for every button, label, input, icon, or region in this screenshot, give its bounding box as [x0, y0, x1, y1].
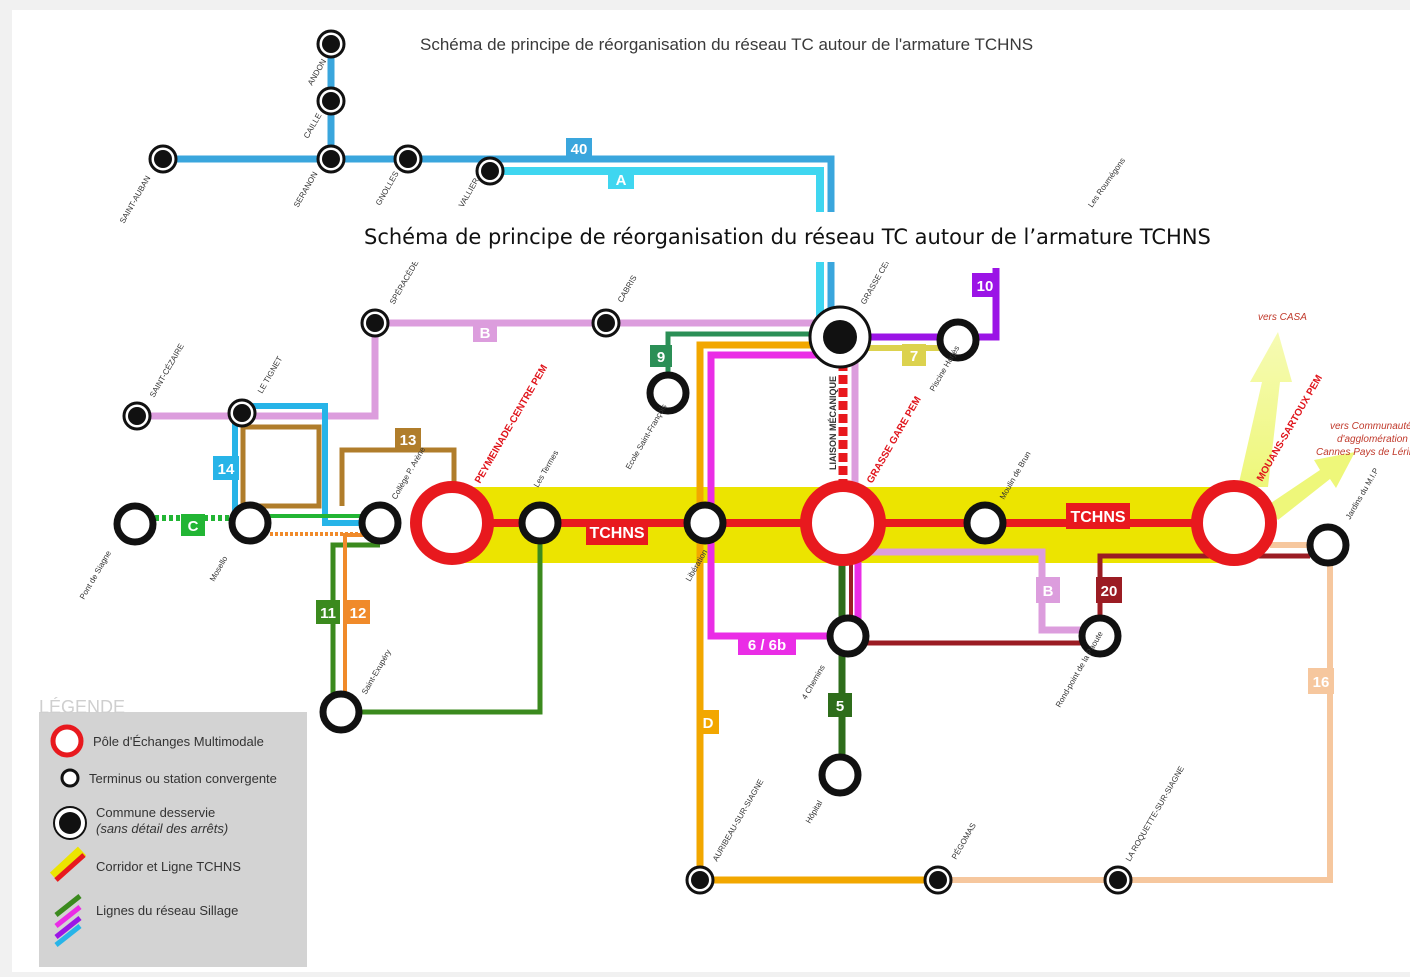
label-le-tignet: LE TIGNET: [256, 355, 284, 395]
line-badges: 40 A B 10 9 7 13 14 C 11 12 6 / 6b D 5 B…: [181, 138, 1334, 734]
badge-13: 13: [400, 432, 417, 449]
badge-11: 11: [320, 605, 336, 622]
badge-tchns-1: TCHNS: [589, 525, 644, 542]
badge-16: 16: [1313, 674, 1330, 691]
badge-5: 5: [836, 698, 844, 715]
label-mosello: Mosello: [208, 554, 230, 583]
diagram-title-top: Schéma de principe de réorganisation du …: [420, 35, 1033, 54]
badge-20: 20: [1101, 583, 1118, 600]
label-vallier: VALLIER: [457, 176, 481, 209]
label-saint-auban: SAINT-AUBAN: [118, 174, 153, 225]
badge-a: A: [616, 172, 627, 189]
label-hopital: Hôpital: [804, 799, 824, 825]
label-ecole: Ecole Saint-François: [624, 403, 669, 471]
badge-14: 14: [218, 461, 235, 478]
terminus-nodes: [113, 318, 1350, 797]
label-jardins: Jardins du M.I.P: [1344, 466, 1381, 521]
badge-9: 9: [657, 349, 665, 366]
diagram-title-main: Schéma de principe de réorganisation du …: [364, 225, 1211, 249]
badge-40: 40: [571, 141, 588, 158]
label-vers-cannes-3: Cannes Pays de Lérins: [1316, 447, 1410, 458]
label-pont-de-siagne: Pont de Siagne: [78, 549, 113, 601]
label-grasse-gare-pem: GRASSE GARE PEM: [865, 395, 924, 486]
line-16: [938, 542, 1333, 883]
label-andon: ANDON: [306, 57, 328, 87]
legend-lines-icon: [54, 894, 82, 947]
legend-pem-label: Pôle d'Échanges Multimodale: [93, 734, 264, 749]
legend-title: LÉGENDE: [39, 697, 125, 717]
badge-b-2: B: [1043, 583, 1054, 600]
commune-nodes: [122, 29, 1133, 895]
title-band: [340, 212, 1240, 262]
label-college: Collège P. Arène: [390, 445, 428, 501]
label-gnolles: GNOLLES: [374, 170, 401, 207]
badge-12: 12: [350, 605, 367, 622]
legend-commune-label: Commune desservie: [96, 805, 215, 820]
label-vers-cannes-1: vers Communauté: [1330, 421, 1410, 432]
label-liaison-mecanique: LIAISON MÉCANIQUE: [828, 376, 838, 470]
label-vers-cannes-2: d'agglomération: [1337, 434, 1408, 445]
label-roumegons: Les Roumégons: [1086, 156, 1127, 209]
legend-terminus-label: Terminus ou station convergente: [89, 771, 277, 786]
label-les-termes: Les Termes: [532, 449, 560, 489]
label-cabris: CABRIS: [616, 274, 639, 304]
legend-commune-sub: (sans détail des arrêts): [96, 821, 228, 836]
badge-7: 7: [910, 348, 918, 365]
label-pegomas: PÉGOMAS: [950, 821, 978, 861]
label-peymeinade-pem: PEYMEINADE-CENTRE PEM: [473, 363, 550, 485]
line-b: [137, 319, 1100, 634]
legend-corridor-icon: [49, 846, 87, 882]
arrow-vers-cannes: [1268, 452, 1355, 520]
label-seranon: SERANON: [292, 170, 320, 209]
legend-corridor-label: Corridor et Ligne TCHNS: [96, 859, 241, 874]
badge-6-6b: 6 / 6b: [748, 637, 786, 654]
legend-pem-icon: [50, 724, 84, 758]
label-la-roquette: LA ROQUETTE-SUR-SIAGNE: [1124, 765, 1186, 863]
label-4-chemins: 4 Chemins: [800, 663, 827, 701]
line-14: [232, 403, 380, 526]
badge-b-1: B: [480, 325, 491, 342]
badge-10: 10: [977, 278, 994, 295]
badge-tchns-2: TCHNS: [1070, 509, 1125, 526]
badge-d: D: [703, 715, 714, 732]
pem-nodes: [410, 480, 1277, 566]
label-auribeau: AURIBEAU-SUR-SIAGNE: [711, 778, 765, 863]
legend-lines-label: Lignes du réseau Sillage: [96, 903, 238, 918]
label-grasse-centre: GRASSE CEN: [859, 256, 893, 306]
label-vers-casa: vers CASA: [1258, 312, 1307, 323]
legend-terminus-icon: [60, 768, 80, 788]
label-saint-cezaire: SAINT-CÉZAIRE: [148, 342, 186, 399]
label-saint-exupery: Saint-Exupéry: [360, 648, 393, 696]
arrow-vers-casa: [1238, 332, 1292, 487]
legend-box: [39, 712, 307, 967]
line-d: [696, 341, 938, 884]
line-40: [163, 44, 835, 212]
badge-c: C: [188, 518, 199, 535]
label-caille: CAILLE: [302, 112, 324, 140]
line-a-top: [490, 167, 824, 212]
legend: LÉGENDE Pôle d'Échanges Multimodale Term…: [39, 697, 307, 967]
